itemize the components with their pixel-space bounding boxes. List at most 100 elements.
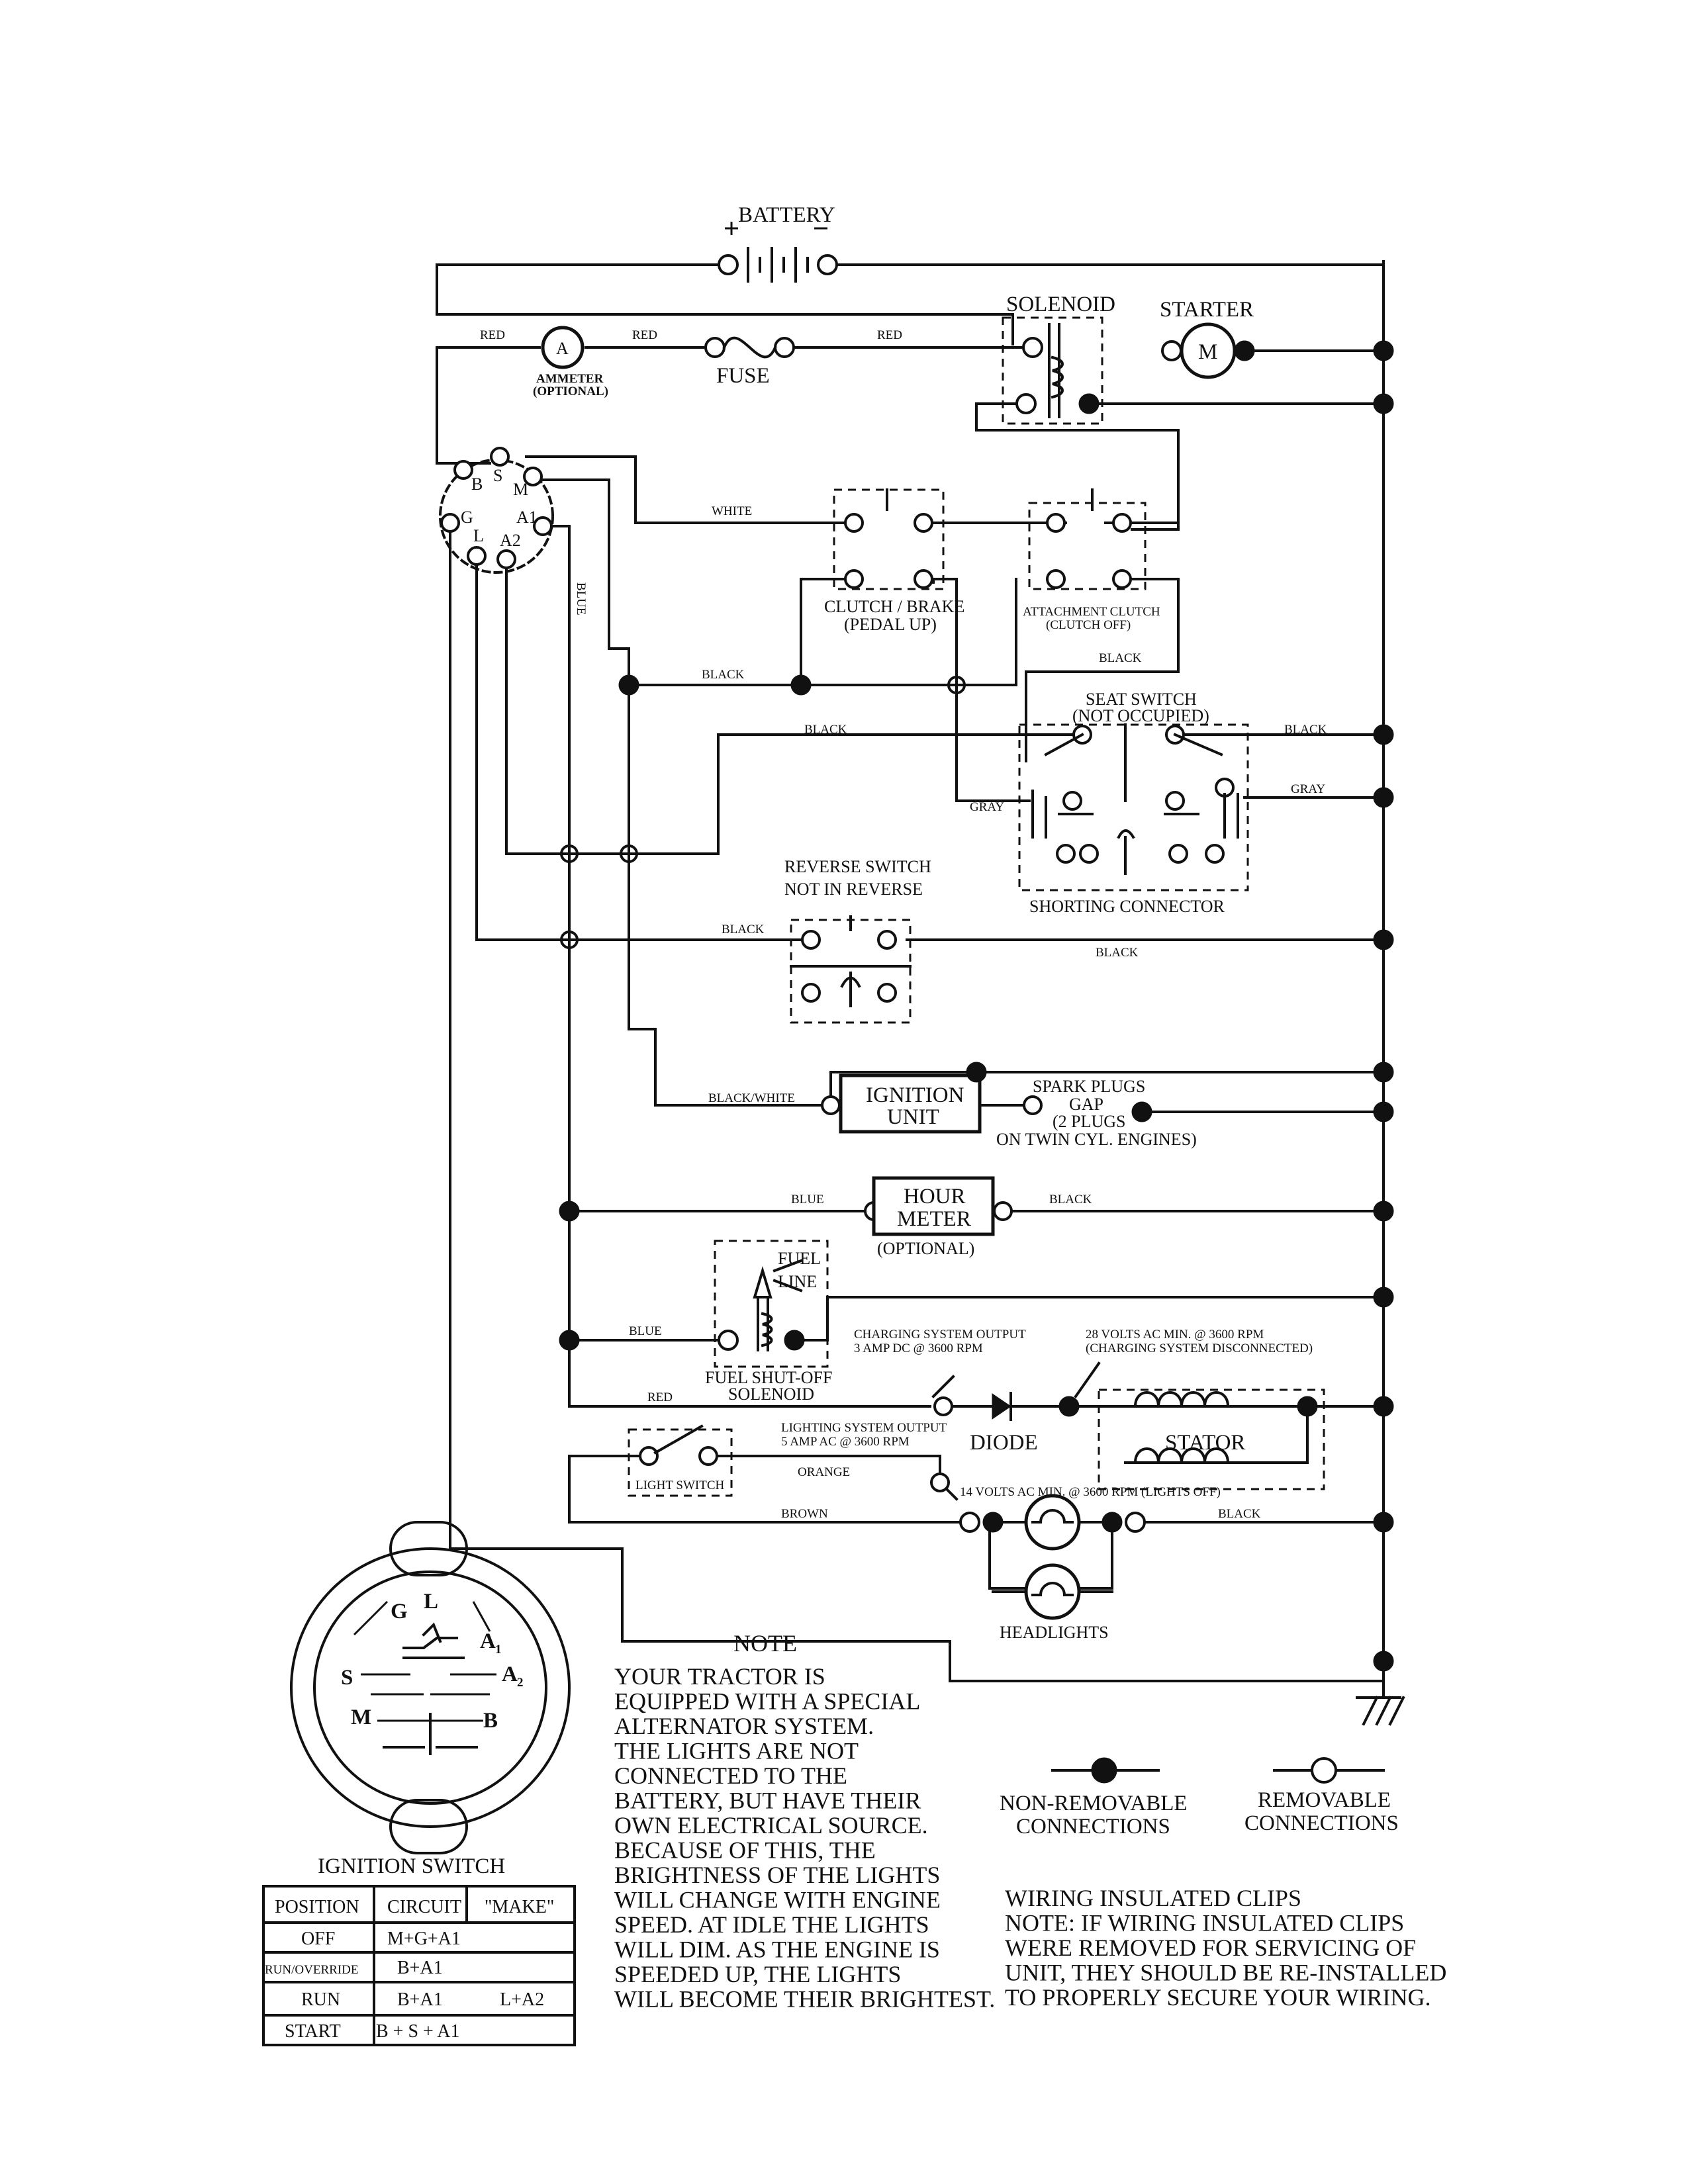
wire-blue-2: BLUE [791, 1193, 824, 1206]
wire-gray-1: GRAY [970, 800, 1004, 814]
table-cell: START [285, 2021, 341, 2042]
fuel-solenoid-label2: SOLENOID [728, 1385, 814, 1404]
terminal-a2: A2 [500, 531, 521, 550]
fuse: FUSE [704, 336, 795, 388]
battery: BATTERY [718, 203, 838, 283]
face-a2: A [502, 1662, 518, 1686]
table-cell: RUN/OVERRIDE [265, 1963, 358, 1977]
battery-label: BATTERY [738, 203, 835, 227]
lighting-output-line2: 5 AMP AC @ 3600 RPM [781, 1435, 910, 1449]
ignition-switch-terminals: B S M G A1 L A2 [439, 447, 554, 574]
ignition-table-title: IGNITION SWITCH [318, 1854, 505, 1878]
note-line: BECAUSE OF THIS, THE [614, 1837, 876, 1864]
terminal-a1: A1 [516, 508, 538, 527]
charging-output-line2: 3 AMP DC @ 3600 RPM [854, 1342, 983, 1355]
seat-switch-sub: (NOT OCCUPIED) [1072, 706, 1209, 725]
face-a1-sub: 1 [495, 1643, 502, 1657]
note-line: WILL DIM. AS THE ENGINE IS [614, 1936, 940, 1963]
ammeter-optional: (OPTIONAL) [533, 385, 608, 398]
legend-non-removable-2: CONNECTIONS [1016, 1815, 1170, 1839]
wire-blue-1: BLUE [574, 582, 588, 615]
wire-red-3: RED [877, 328, 902, 342]
seat-switch: SEAT SWITCH (NOT OCCUPIED) SHORTING CONN… [1018, 690, 1249, 916]
wire-red-4: RED [647, 1390, 673, 1404]
volts28-line2: (CHARGING SYSTEM DISCONNECTED) [1086, 1342, 1313, 1355]
wire-black-8: BLACK [1218, 1507, 1261, 1521]
volts14-label: 14 VOLTS AC MIN. @ 3600 RPM (LIGHTS OFF) [960, 1485, 1221, 1499]
face-g: G [391, 1600, 408, 1623]
charging-system: CHARGING SYSTEM OUTPUT 3 AMP DC @ 3600 R… [781, 1328, 1325, 1501]
clips-note-line: NOTE: IF WIRING INSULATED CLIPS [1005, 1910, 1404, 1936]
spark-plugs-line3: (2 PLUGS [1053, 1112, 1126, 1131]
reverse-switch-sub: NOT IN REVERSE [784, 880, 923, 899]
wire-black-white: BLACK/WHITE [708, 1091, 795, 1105]
hour-meter-line1: HOUR [904, 1185, 966, 1208]
wire-black-4: BLACK [1284, 723, 1327, 737]
ignition-switch-face: G L A 1 S A 2 M B [290, 1521, 571, 1854]
clutch-brake-label: CLUTCH / BRAKE [824, 597, 964, 616]
clips-note-line: TO PROPERLY SECURE YOUR WIRING. [1005, 1984, 1430, 2011]
wire-brown: BROWN [781, 1507, 828, 1521]
fuse-label: FUSE [716, 364, 770, 388]
table-header-circuit: CIRCUIT [387, 1897, 461, 1917]
attachment-clutch-switch: ATTACHMENT CLUTCH (CLUTCH OFF) [1023, 488, 1160, 632]
ignition-unit: IGNITION UNIT SPARK PLUGS GAP (2 PLUGS O… [821, 1062, 1197, 1149]
clips-note-line: WERE REMOVED FOR SERVICING OF [1005, 1934, 1416, 1961]
table-header-make: "MAKE" [485, 1897, 554, 1917]
terminal-m: M [513, 480, 528, 499]
note-line: OWN ELECTRICAL SOURCE. [614, 1812, 928, 1839]
terminal-s: S [493, 466, 502, 485]
stator-label: STATOR [1165, 1431, 1245, 1455]
face-a2-sub: 2 [517, 1676, 524, 1690]
table-cell: L+A2 [500, 1989, 544, 2010]
table-cell: M+G+A1 [387, 1929, 461, 1949]
diode-label: DIODE [970, 1431, 1038, 1455]
note-line: BATTERY, BUT HAVE THEIR [614, 1788, 921, 1814]
reverse-switch: REVERSE SWITCH NOT IN REVERSE [784, 857, 931, 1024]
face-a1: A [480, 1629, 496, 1653]
clutch-brake-switch: CLUTCH / BRAKE (PEDAL UP) [824, 488, 964, 634]
starter: M STARTER [1160, 298, 1255, 379]
volts28-line1: 28 VOLTS AC MIN. @ 3600 RPM [1086, 1328, 1264, 1342]
hour-meter-optional: (OPTIONAL) [877, 1239, 974, 1258]
note-line: YOUR TRACTOR IS [614, 1663, 825, 1690]
note-line: EQUIPPED WITH A SPECIAL [614, 1688, 920, 1715]
spark-plugs-line2: GAP [1069, 1095, 1103, 1114]
solenoid: SOLENOID [1002, 293, 1115, 425]
note-line: THE LIGHTS ARE NOT [614, 1738, 859, 1764]
headlights: HEADLIGHTS [959, 1494, 1146, 1642]
note-line: SPEED. AT IDLE THE LIGHTS [614, 1911, 929, 1938]
ammeter: A AMMETER (OPTIONAL) [533, 326, 608, 398]
light-switch: LIGHT SWITCH [628, 1424, 733, 1497]
note-line: CONNECTED TO THE [614, 1762, 847, 1789]
note-title: NOTE [733, 1630, 797, 1657]
legend-removable-2: CONNECTIONS [1244, 1811, 1399, 1835]
charging-output-line1: CHARGING SYSTEM OUTPUT [854, 1328, 1026, 1342]
lighting-output-line1: LIGHTING SYSTEM OUTPUT [781, 1421, 947, 1435]
ammeter-label: AMMETER [536, 372, 604, 386]
seat-switch-label: SEAT SWITCH [1086, 690, 1197, 709]
wire-orange: ORANGE [798, 1465, 850, 1479]
note-line: SPEEDED UP, THE LIGHTS [614, 1961, 901, 1987]
shorting-connector-label: SHORTING CONNECTOR [1029, 897, 1225, 916]
note-line: ALTERNATOR SYSTEM. [614, 1713, 874, 1739]
spark-plugs-line4: ON TWIN CYL. ENGINES) [996, 1130, 1197, 1149]
terminal-l: L [473, 526, 484, 545]
face-l: L [424, 1590, 438, 1614]
starter-symbol: M [1198, 340, 1217, 364]
table-cell: OFF [301, 1929, 335, 1949]
wire-labels: RED RED RED WHITE BLACK BLACK BLACK BLAC… [480, 328, 1327, 1521]
legend: NON-REMOVABLE CONNECTIONS REMOVABLE CONN… [1000, 1757, 1399, 1839]
table-cell: B+A1 [397, 1958, 443, 1978]
ignition-unit-line1: IGNITION [866, 1083, 964, 1107]
starter-label: STARTER [1160, 298, 1254, 322]
ammeter-symbol: A [556, 339, 569, 358]
wire-red-1: RED [480, 328, 505, 342]
wire-black-5: BLACK [722, 923, 765, 936]
wire-black-6: BLACK [1096, 946, 1139, 960]
fuel-line-label1: FUEL [778, 1249, 821, 1268]
reverse-switch-label: REVERSE SWITCH [784, 857, 931, 876]
legend-non-removable-1: NON-REMOVABLE [1000, 1792, 1188, 1815]
